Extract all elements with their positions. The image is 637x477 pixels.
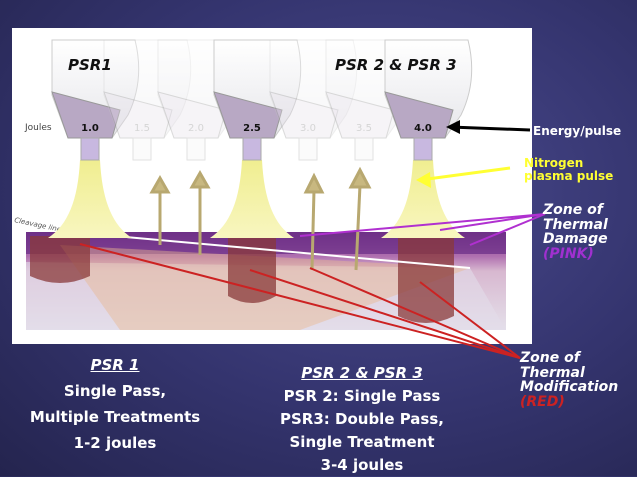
damage-line1: Zone of xyxy=(543,202,603,218)
damage-lines xyxy=(299,213,546,246)
psr1-line1: Single Pass, xyxy=(63,382,167,400)
energy-callout: Energy/pulse xyxy=(533,124,622,138)
psr23-line3: Single Treatment xyxy=(289,433,435,451)
psr1-heading: PSR1 xyxy=(68,56,112,74)
nitrogen-callout: Nitrogen plasma pulse xyxy=(524,157,613,182)
joule-value: 3.5 xyxy=(356,123,372,134)
psr1-title: PSR 1 xyxy=(90,356,140,374)
modification-arrows xyxy=(79,243,521,359)
energy-arrow xyxy=(449,125,531,132)
modification-line3: Modification xyxy=(520,379,619,396)
joule-value: 2.0 xyxy=(188,123,204,134)
joule-value: 3.0 xyxy=(300,123,316,134)
joule-value: 4.0 xyxy=(414,123,432,134)
nitrogen-line2: plasma pulse xyxy=(524,168,614,183)
modification-callout: Zone of Thermal Modification (RED) xyxy=(520,351,618,410)
psr23-line4: 3-4 joules xyxy=(320,456,404,474)
joule-value: 1.0 xyxy=(81,123,99,134)
joules-label: Joules xyxy=(24,123,52,133)
damage-line3: Damage xyxy=(543,231,608,248)
modification-line1: Zone of xyxy=(520,350,580,366)
joule-value: 2.5 xyxy=(243,123,261,134)
heat-arrows xyxy=(149,166,372,271)
modification-color: (RED) xyxy=(520,394,565,411)
nitrogen-line1: Nitrogen xyxy=(524,156,584,170)
plasma-plume xyxy=(210,160,294,238)
handpiece-4.0: 4.0 xyxy=(381,39,473,238)
psr23-line1: PSR 2: Single Pass xyxy=(283,387,441,405)
psr23-summary: PSR 2 & PSR 3 PSR 2: Single Pass PSR3: D… xyxy=(262,362,462,477)
damage-line2: Thermal xyxy=(543,216,608,233)
plasma-plume xyxy=(48,160,132,238)
psr23-heading: PSR 2 & PSR 3 xyxy=(335,56,457,74)
psr1-summary: PSR 1 Single Pass, Multiple Treatments 1… xyxy=(15,352,215,456)
damage-callout: Zone of Thermal Damage (PINK) xyxy=(543,203,608,262)
psr1-line2: Multiple Treatments xyxy=(29,408,201,426)
psr23-title: PSR 2 & PSR 3 xyxy=(301,364,423,382)
plasma-plume xyxy=(381,160,465,238)
damage-color: (PINK) xyxy=(543,246,594,263)
psr1-line3: 1-2 joules xyxy=(73,434,157,452)
modification-line2: Thermal xyxy=(520,364,585,381)
psr23-line2: PSR3: Double Pass, xyxy=(280,410,444,428)
nitrogen-arrow xyxy=(419,166,511,182)
joule-value: 1.5 xyxy=(134,123,150,134)
